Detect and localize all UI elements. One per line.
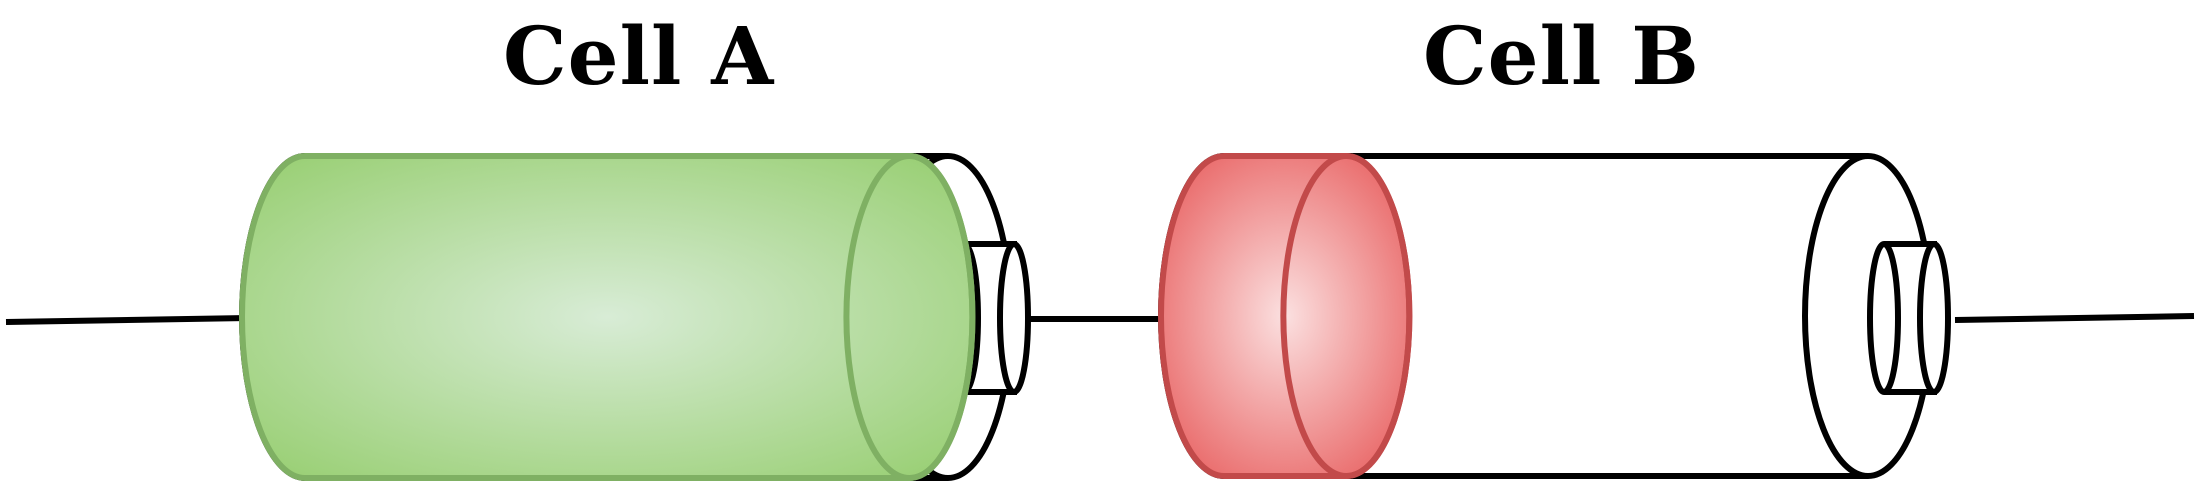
cell-b-label: Cell B: [1423, 9, 1700, 103]
wire-right: [1954, 313, 2195, 323]
cell-fill-face: [843, 153, 976, 481]
cell-a-fill: [239, 153, 976, 481]
cell-a-label: Cell A: [503, 9, 775, 103]
wire-left: [5, 315, 249, 325]
cell-b-fill: [1158, 153, 1413, 479]
cell-fill-face: [1280, 153, 1413, 479]
cell-b-terminal: [1867, 241, 1951, 395]
